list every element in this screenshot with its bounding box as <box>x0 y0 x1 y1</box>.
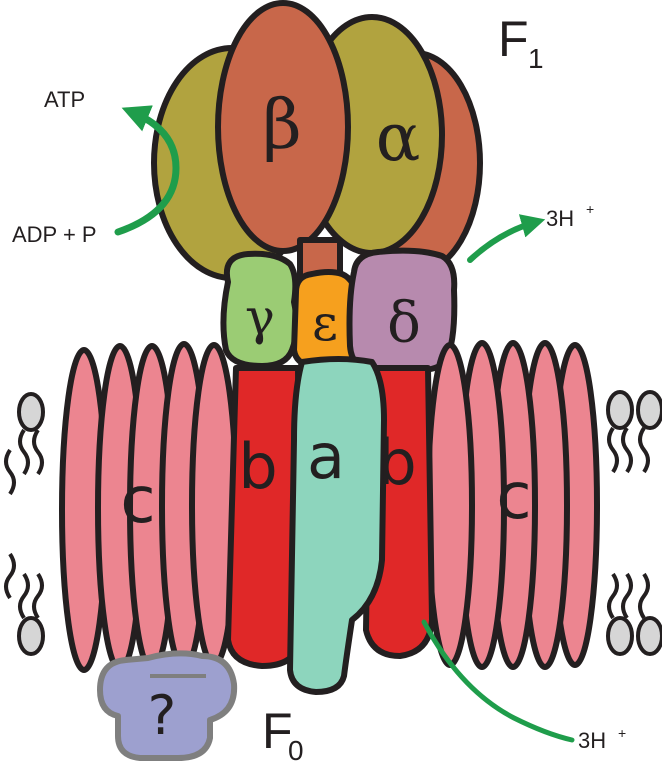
b-left-label: b <box>238 430 277 503</box>
lipid-right-4 <box>638 574 662 654</box>
svg-text:0: 0 <box>288 735 304 764</box>
c-left-label: c <box>120 464 155 538</box>
gamma-label: γ <box>245 288 275 346</box>
proton-exit-arrow-top <box>470 222 536 260</box>
f1-head <box>154 3 480 278</box>
adp-p-label: ADP + P <box>12 222 97 247</box>
c-right-label: c <box>496 460 531 534</box>
svg-text:3H: 3H <box>546 206 574 231</box>
svg-text:+: + <box>586 201 594 217</box>
membrane-lipids-left <box>6 394 43 654</box>
b-right-label: b <box>377 426 416 499</box>
svg-text:3H: 3H <box>578 728 606 753</box>
lipid-left-top <box>19 394 43 474</box>
a-label: a <box>307 420 345 493</box>
delta-label: δ <box>387 291 421 356</box>
f0-label: F 0 <box>262 703 304 764</box>
svg-text:F: F <box>498 11 529 67</box>
atp-label: ATP <box>44 87 85 112</box>
lipid-right-1 <box>608 392 632 472</box>
epsilon-label: ε <box>312 294 338 352</box>
lipid-left-bottom <box>19 574 43 654</box>
unknown-label: ? <box>148 684 177 747</box>
proton-label-bottom: 3H + <box>578 725 626 753</box>
f1-label: F 1 <box>498 11 544 74</box>
alpha-label: α <box>376 99 421 176</box>
lipid-right-3 <box>608 574 632 654</box>
proton-label-top: 3H + <box>546 201 594 231</box>
lipid-right-2 <box>638 392 662 472</box>
svg-text:+: + <box>618 725 626 741</box>
membrane-lipids-right <box>608 392 662 654</box>
svg-text:1: 1 <box>528 43 544 74</box>
beta-label: β <box>262 86 301 165</box>
